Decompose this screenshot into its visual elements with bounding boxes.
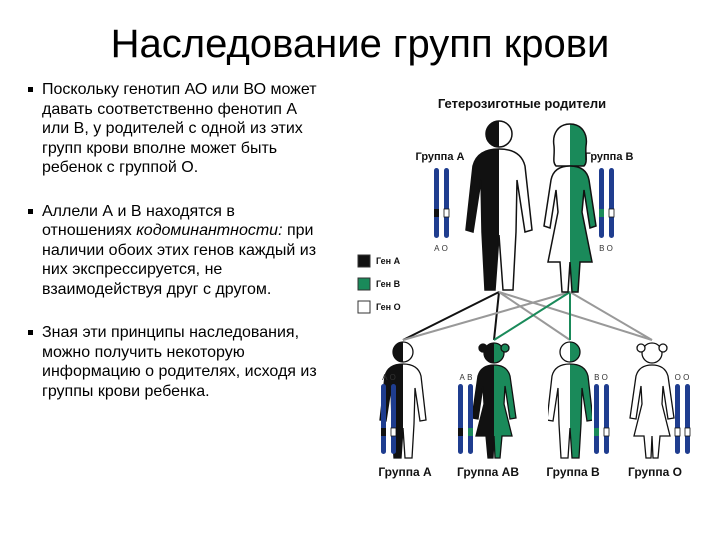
chromosome-pair-child-o <box>674 384 691 454</box>
legend: Ген А Ген В Ген О <box>357 254 401 314</box>
bullet-emphasis: кодоминантности: <box>136 222 283 239</box>
bullet-text: Поскольку генотип АО или ВО может давать… <box>42 81 317 176</box>
legend-swatch-gene-a <box>357 254 371 268</box>
child-alleles: А О <box>382 373 396 382</box>
chromosome-pair-parent-a <box>434 168 450 238</box>
parent-alleles: В О <box>599 244 613 253</box>
child-alleles: О О <box>675 373 690 382</box>
bullet-text-after: при наличии обоих этих генов каждый из н… <box>42 222 317 298</box>
child-group-label: Группа В <box>546 465 600 479</box>
chromosome-pair-child-a <box>381 384 397 454</box>
legend-label-gene-b: Ген В <box>376 279 401 289</box>
legend-label-gene-o: Ген О <box>376 302 401 312</box>
parent-group-label: Группа А <box>416 151 465 163</box>
legend-swatch-gene-b <box>357 277 371 291</box>
parent-group-label: Группа В <box>585 151 634 163</box>
bullet-item: Зная эти принципы наследования, можно по… <box>28 323 328 401</box>
child-figure-group-a <box>379 341 427 459</box>
child-figure-group-o <box>629 342 675 459</box>
child-group-label: Группа АВ <box>457 465 519 479</box>
bullet-text: Зная эти принципы наследования, можно по… <box>42 324 317 400</box>
bullet-item: Поскольку генотип АО или ВО может давать… <box>28 80 328 178</box>
child-figure-group-b <box>548 341 592 459</box>
chromosome-pair-parent-b <box>599 168 615 238</box>
chromosome-pair-child-b <box>594 384 610 454</box>
bullet-text-before: Аллели А и В находятся в отношениях <box>42 202 235 240</box>
child-alleles: В О <box>594 373 608 382</box>
parent-figure-group-b <box>543 123 597 293</box>
child-group-label: Группа А <box>378 465 432 479</box>
diagram-title: Гетерозиготные родители <box>438 96 606 111</box>
child-alleles: А В <box>460 373 473 382</box>
slide-title: Наследование групп крови <box>110 22 610 66</box>
child-figure-group-ab <box>471 342 517 459</box>
inheritance-lines <box>402 291 653 341</box>
parent-figure-group-a <box>465 120 533 291</box>
parent-alleles: А О <box>434 244 448 253</box>
chromosome-pair-child-ab <box>458 384 473 454</box>
legend-label-gene-a: Ген А <box>376 256 401 266</box>
child-group-label: Группа О <box>628 465 682 479</box>
bullet-list: Поскольку генотип АО или ВО может давать… <box>28 80 328 425</box>
legend-swatch-gene-o <box>357 300 371 314</box>
bullet-item: Аллели А и В находятся в отношениях кодо… <box>28 202 328 300</box>
